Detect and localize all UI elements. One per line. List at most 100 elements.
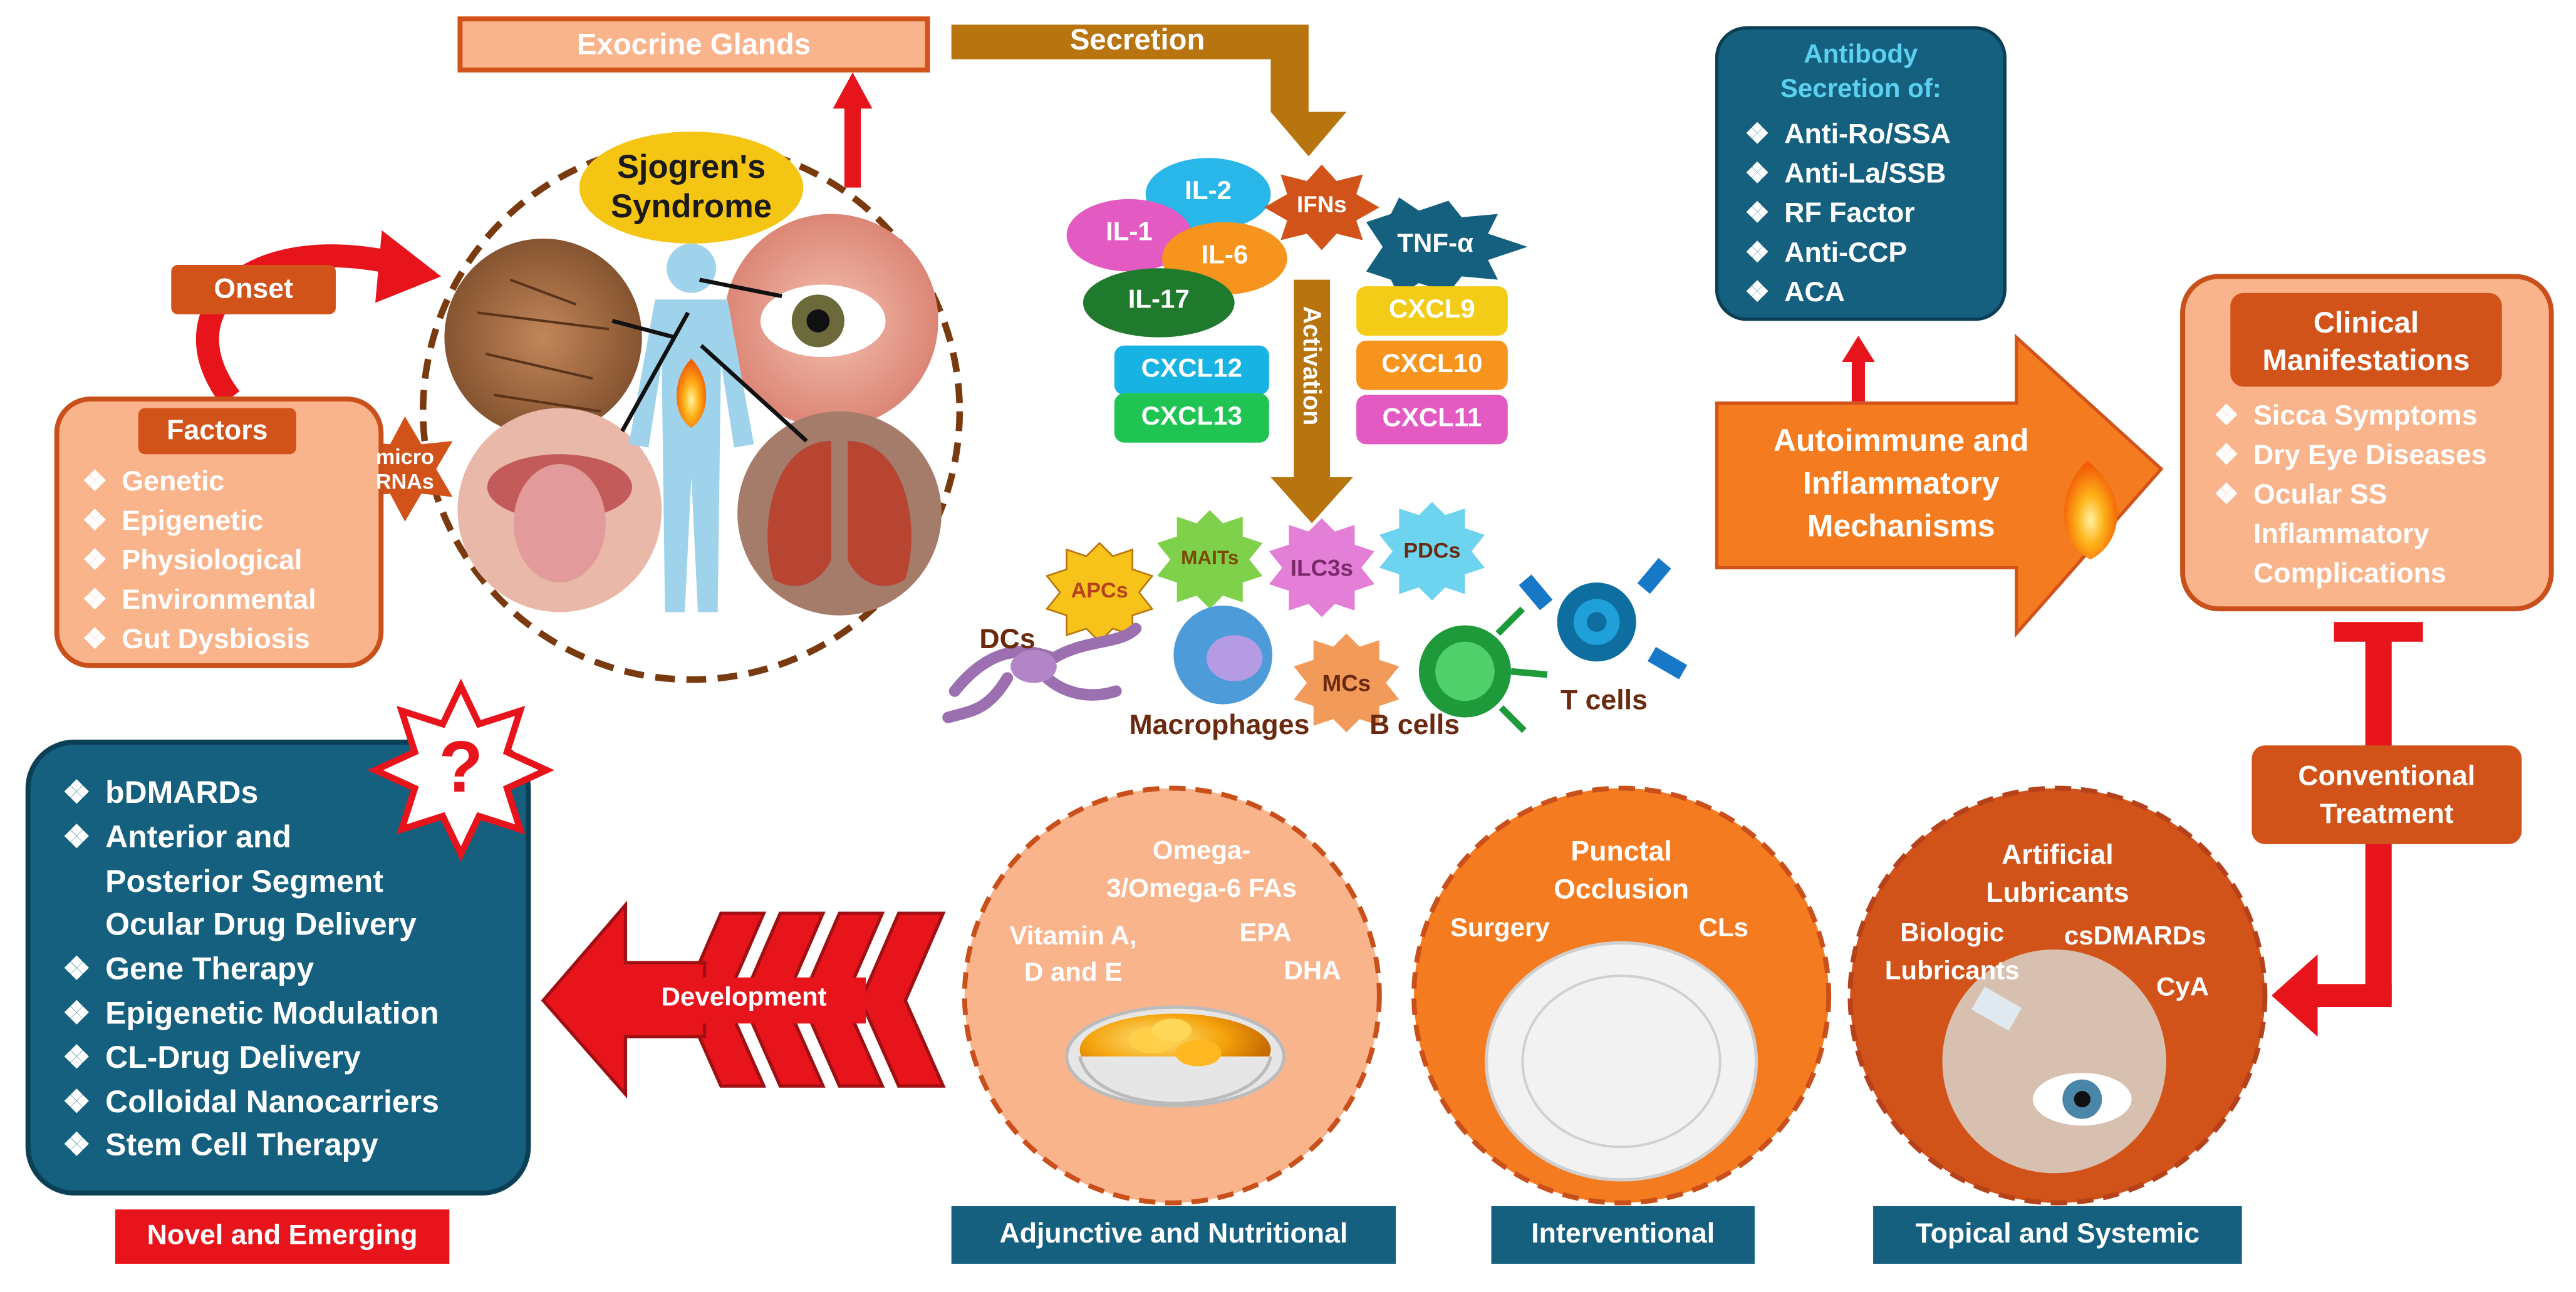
novel-item-text: Colloidal Nanocarriers xyxy=(105,1085,439,1120)
question-mark: ? xyxy=(439,727,484,809)
secretion-arrow xyxy=(951,24,1347,157)
macrophages-label: Macrophages xyxy=(1129,709,1310,741)
antibody-title-line1: Antibody xyxy=(1804,41,1918,70)
antibody-item: RF Factor xyxy=(1745,194,1951,234)
il17-label: IL-17 xyxy=(1128,286,1190,314)
novel-item-text: Epigenetic Modulation xyxy=(105,997,439,1032)
conventional-label: Conventional Treatment xyxy=(2251,757,2521,833)
clinical-title-line1: Clinical xyxy=(2313,306,2419,339)
title-badge xyxy=(579,132,804,244)
vitamin-line2: D and E xyxy=(1024,959,1123,988)
tnf-label: TNF-α xyxy=(1397,230,1473,259)
cytokine-shapes xyxy=(1066,158,1528,445)
cxcl13-label: CXCL13 xyxy=(1141,403,1242,432)
exocrine-glands-box: Exocrine Glands xyxy=(457,16,930,73)
topical-circle xyxy=(1847,785,2268,1206)
biologic-lubricants: Biologic Lubricants xyxy=(1867,915,2038,991)
biologic-line1: Biologic xyxy=(1900,919,2005,948)
tcells-label: T cells xyxy=(1560,685,1648,716)
maits-label: MAITs xyxy=(1181,546,1239,570)
ilc3s-label: ILC3s xyxy=(1290,554,1353,581)
csdmards-label: csDMARDs xyxy=(2064,923,2206,951)
punctal-line1: Punctal xyxy=(1571,835,1672,867)
il6-label: IL-6 xyxy=(1201,242,1249,270)
interventional-label: Interventional xyxy=(1531,1217,1715,1249)
interventional-circle xyxy=(1411,785,1832,1206)
sjogren-title: Sjogren's Syndrome xyxy=(579,148,803,227)
mcs-label: MCs xyxy=(1322,669,1371,696)
clinical-title: Clinical Manifestations xyxy=(2230,304,2502,380)
exocrine-glands-label: Exocrine Glands xyxy=(576,28,811,61)
clinical-extra-line1: Inflammatory xyxy=(2253,518,2429,550)
bcells-label: B cells xyxy=(1369,709,1460,741)
novel-item: ❖Epigenetic Modulation xyxy=(62,997,439,1032)
novel-item-continued: Posterior Segment xyxy=(63,862,439,906)
immune-cells xyxy=(942,502,1688,733)
cxcl12-label: CXCL12 xyxy=(1141,355,1242,384)
surgery-label: Surgery xyxy=(1450,914,1550,943)
interventional-label-bg xyxy=(1491,1206,1755,1264)
sjogren-title-line1: Sjogren's xyxy=(616,150,766,186)
adjunctive-label: Adjunctive and Nutritional xyxy=(999,1217,1348,1249)
clinical-list: Sicca Symptoms Dry Eye Diseases Ocular S… xyxy=(2214,396,2487,515)
il1-label: IL-1 xyxy=(1106,219,1153,247)
factors-title: Factors xyxy=(167,415,268,447)
dcs-label: DCs xyxy=(979,623,1036,655)
artificial-lubricants: Artificial Lubricants xyxy=(1955,836,2159,912)
novel-item-text: Ocular Drug Delivery xyxy=(105,909,417,944)
clinical-item: Ocular SS xyxy=(2214,475,2487,515)
novel-list: ❖bDMARDs ❖Anterior and Posterior Segment… xyxy=(63,773,439,1171)
cxcl10-label: CXCL10 xyxy=(1381,350,1483,379)
autoimmune-line3: Mechanisms xyxy=(1807,510,1995,545)
novel-item-text: CL-Drug Delivery xyxy=(105,1041,361,1076)
novel-item-text: bDMARDs xyxy=(105,777,259,812)
novel-box-bg xyxy=(25,740,531,1196)
adjunctive-label-bg xyxy=(951,1206,1396,1264)
factor-item: Epigenetic xyxy=(82,502,316,541)
cya-label: CyA xyxy=(2156,974,2210,1003)
novel-item-text: Anterior and xyxy=(105,820,291,855)
adjunctive-circle xyxy=(962,785,1382,1206)
epa-label: EPA xyxy=(1239,919,1292,948)
factor-item: Environmental xyxy=(82,581,316,621)
arrow-up-antibody xyxy=(1842,336,1875,402)
novel-item-text: Gene Therapy xyxy=(105,953,314,988)
antibody-item: Anti-La/SSB xyxy=(1745,155,1951,194)
activation-label: Activation xyxy=(1297,306,1326,426)
novel-item: ❖Anterior and xyxy=(62,820,291,855)
apcs-label: APCs xyxy=(1071,577,1128,602)
antibody-item: ACA xyxy=(1745,273,1951,313)
autoimmune-line2: Inflammatory xyxy=(1803,467,2000,502)
autoimmune-line1: Autoimmune and xyxy=(1773,424,2029,460)
antibody-item: Anti-CCP xyxy=(1745,234,1951,273)
microrna-line2: RNAs xyxy=(375,468,434,494)
arrow-up-exocrine xyxy=(833,72,873,188)
factor-item: Genetic xyxy=(82,462,316,502)
novel-item-continued: Ocular Drug Delivery xyxy=(63,906,439,949)
factor-item: Physiological xyxy=(82,541,316,581)
development-arrow xyxy=(541,901,946,1099)
cxcl9-label: CXCL9 xyxy=(1388,296,1475,324)
antibody-item: Anti-Ro/SSA xyxy=(1745,115,1951,155)
question-star xyxy=(367,678,554,862)
onset-box: Onset xyxy=(171,265,336,314)
antibody-title-line2: Secretion of: xyxy=(1780,75,1941,104)
ifns-label: IFNs xyxy=(1297,190,1347,217)
novel-item-text: Posterior Segment xyxy=(105,864,384,900)
clinical-title-line2: Manifestations xyxy=(2262,344,2470,377)
clinical-title-bg xyxy=(2230,292,2502,387)
clinical-extra-line2: Complications xyxy=(2253,557,2446,589)
onset-label: Onset xyxy=(214,273,293,305)
dha-label: DHA xyxy=(1284,958,1341,986)
sjogren-illustration xyxy=(420,132,963,683)
punctal-occlusion: Punctal Occlusion xyxy=(1522,833,1720,909)
pdcs-label: PDCs xyxy=(1403,538,1461,563)
development-label: Development xyxy=(661,984,827,1012)
factor-item: Gut Dysbiosis xyxy=(82,621,316,660)
artificial-line1: Artificial xyxy=(2001,839,2114,871)
factors-list: Genetic Epigenetic Physiological Environ… xyxy=(82,462,316,659)
vitamin-label: Vitamin A, D and E xyxy=(991,920,1156,993)
clinical-item: Sicca Symptoms xyxy=(2214,396,2487,436)
